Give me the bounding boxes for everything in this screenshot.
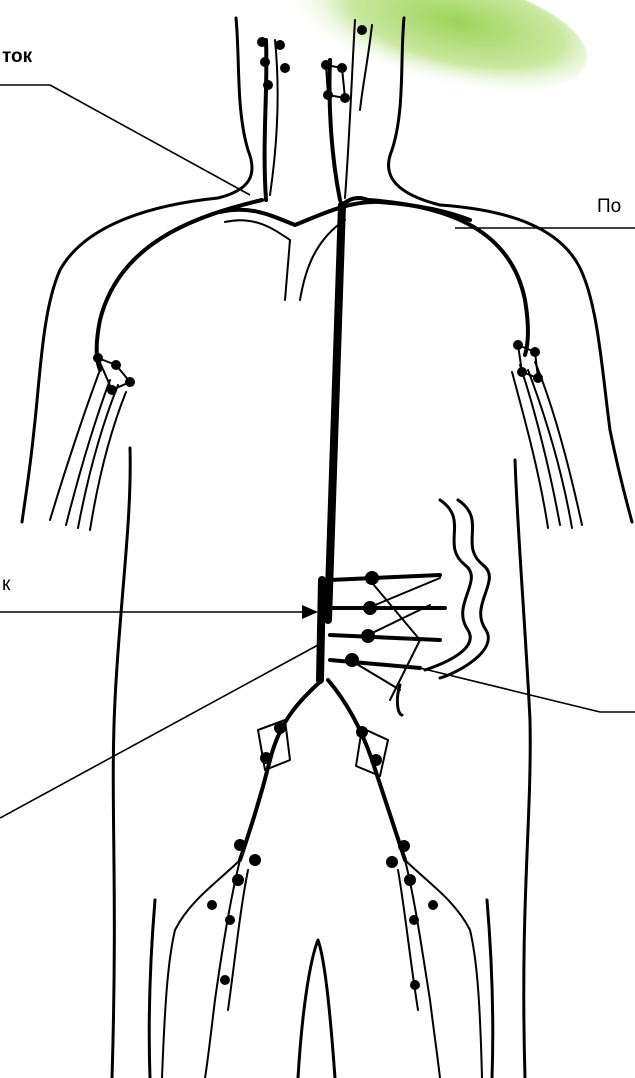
- pelvic-leg-vessels: [162, 680, 482, 1078]
- label-top-right: По: [455, 196, 635, 228]
- left-arm-vessels: [50, 200, 262, 530]
- thoracic-duct: [328, 205, 342, 620]
- label-text-top-left: ток: [2, 46, 33, 67]
- label-text-top-right: По: [597, 196, 621, 217]
- right-arm-vessels: [368, 200, 582, 528]
- abdominal-vessels: [320, 500, 489, 715]
- label-top-left: ток: [0, 46, 250, 195]
- label-text-mid-left: к: [2, 574, 11, 595]
- label-mid-left: к: [0, 574, 318, 619]
- leader-lower-left: [0, 645, 318, 818]
